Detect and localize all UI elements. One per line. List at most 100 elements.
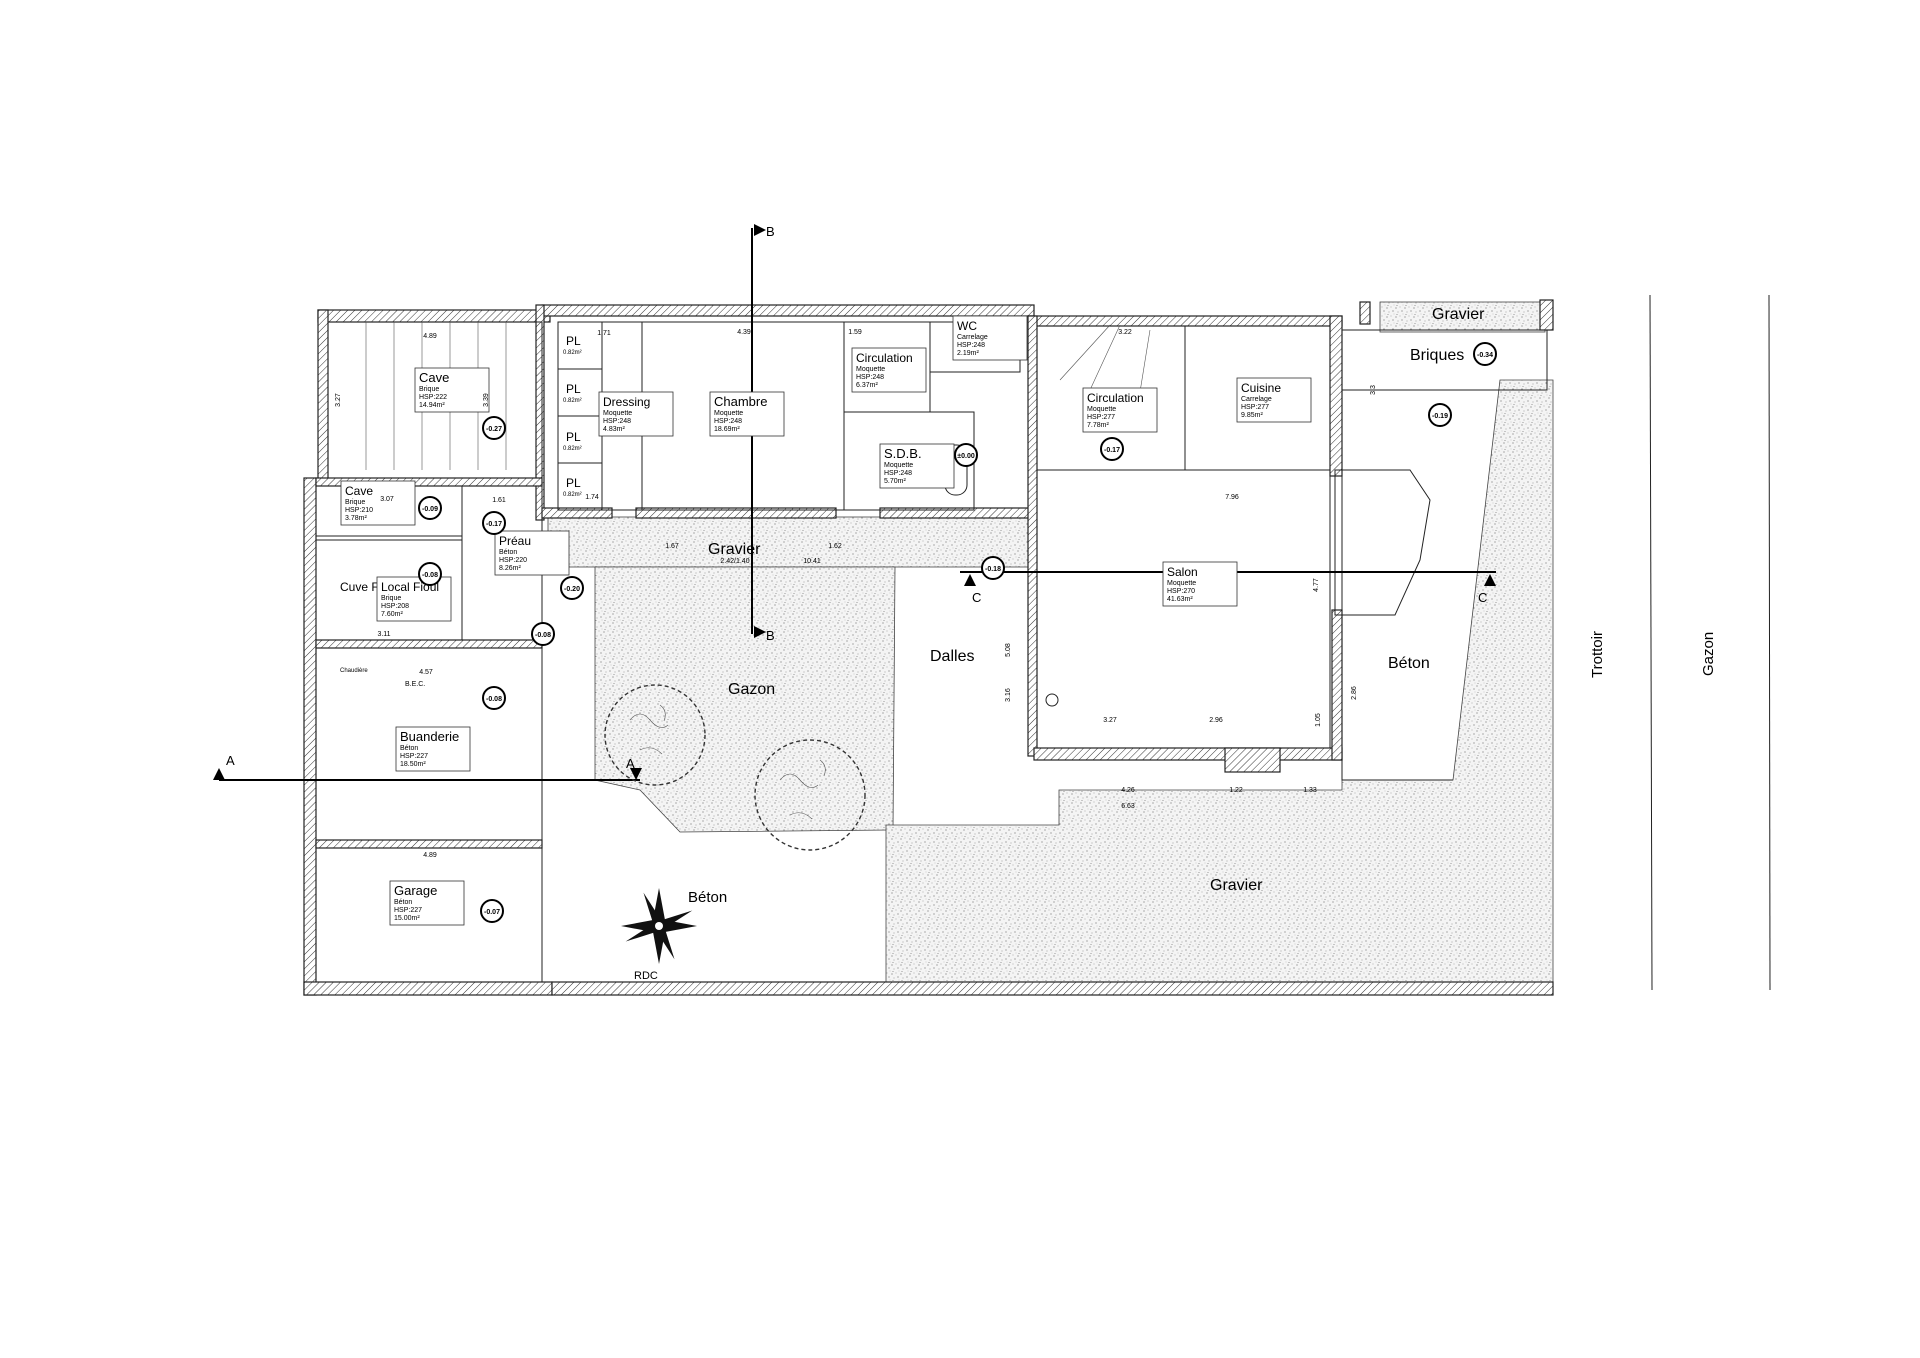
dimension-label: 3.39 [483,393,490,407]
closet-area: 0.82m² [563,398,582,404]
room-area: 6.37m² [856,382,878,389]
closet-name: PL [566,430,581,444]
level-marker-value: -0.19 [1432,413,1448,420]
level-marker-icon [482,416,506,440]
exterior-gazon: Gazon [728,681,775,698]
dimension-label: 2.86 [1351,686,1358,700]
exterior-briques: Briques [1410,347,1464,364]
dimension-label: 1.33 [1303,787,1317,794]
room-label-frame [952,315,1028,361]
room-area: 3.78m² [345,515,367,522]
room-name-preau: Préau [499,534,531,548]
closet-name: PL [566,476,581,490]
room-label-frame [414,367,490,413]
street-line-trottoir [1649,294,1653,991]
level-marker-icon [1473,342,1497,366]
plan-title: RDC [634,970,658,982]
room-area: 4.83m² [603,426,625,433]
level-marker-value: -0.09 [422,506,438,513]
dimension-label: 4.89 [423,333,437,340]
level-marker-value: -0.07 [484,909,500,916]
room-label-frame [376,576,452,622]
dimension-label: 1.67 [665,543,679,550]
room-hsp: HSP:248 [603,418,631,425]
section-label-c: C [972,590,981,605]
room-floor: Moquette [856,366,885,373]
dimension-label: 3.27 [1103,717,1117,724]
room-area: 15.00m² [394,915,420,922]
room-name-circulation_2: Circulation [1087,391,1144,405]
level-marker-value: -0.20 [564,586,580,593]
section-label-b: B [766,224,775,239]
dimension-label: 3.11 [377,631,390,638]
dimension-label: 2.42/1.40 [720,558,749,565]
gazon-area [594,566,896,833]
section-label-a: A [226,753,235,768]
room-name-chambre: Chambre [714,394,767,409]
exterior-trottoir: Trottoir [1589,631,1606,678]
dimension-label: 6.63 [1121,803,1135,810]
room-hsp: HSP:270 [1167,588,1195,595]
section-b-arrow-bottom [754,626,766,638]
room-name-cave_1: Cave [419,370,449,385]
room-hsp: HSP:248 [856,374,884,381]
room-label-frame [494,530,570,576]
room-floor: Béton [394,899,412,906]
level-marker-icon [418,496,442,520]
room-area: 14.94m² [419,402,445,409]
section-c-arrow-right [1484,574,1496,586]
closet-name: PL [566,334,581,348]
walls [303,299,1554,996]
section-a-arrow-right [630,768,642,780]
dimension-label: 3.3 [1370,385,1377,395]
room-floor: Carrelage [1241,396,1272,403]
room-area: 18.69m² [714,426,740,433]
level-marker-value: ±0.00 [957,453,975,460]
room-hsp: HSP:222 [419,394,447,401]
dimension-label: 2.96 [1209,717,1223,724]
room-floor: Moquette [884,462,913,469]
room-label-frame [598,391,674,437]
room-floor: Moquette [1087,406,1116,413]
room-name-garage: Garage [394,883,437,898]
section-c-arrow-left [964,574,976,586]
room-hsp: HSP:248 [957,342,985,349]
gravier-strip-area [547,516,1035,568]
room-floor: Béton [400,745,418,752]
level-marker-value: -0.18 [985,566,1001,573]
level-marker-icon [480,899,504,923]
level-marker-value: -0.08 [535,632,551,639]
room-area: 7.60m² [381,611,403,618]
room-area: 2.19m² [957,350,979,357]
closet-name: PL [566,382,581,396]
exterior-dalles: Dalles [930,648,974,665]
section-label-c: C [1478,590,1487,605]
room-hsp: HSP:248 [714,418,742,425]
gravier-top-area [1379,301,1546,333]
room-area: 9.85m² [1241,412,1263,419]
room-name-circulation_1: Circulation [856,351,913,365]
tree-icon [754,739,866,851]
dimension-label: 4.89 [423,852,437,859]
section-b-arrow-top [754,224,766,236]
dimension-label: 3.07 [380,496,394,503]
room-label-frame [1082,387,1158,433]
dimension-label: 4.77 [1313,578,1320,592]
dimension-label: 4.39 [737,329,751,336]
exterior-beton-court: Béton [688,889,727,906]
dimension-label: 10.41 [803,558,821,565]
level-marker-value: -0.17 [1104,447,1120,454]
level-marker-icon [1100,437,1124,461]
level-marker-value: -0.34 [1477,352,1493,359]
room-area: 5.70m² [884,478,906,485]
exterior-beton-right: Béton [1388,655,1430,672]
room-label-frame [1162,561,1238,607]
level-marker-value: -0.08 [486,696,502,703]
section-a-arrow-left [213,768,225,780]
closet-area: 0.82m² [563,350,582,356]
level-marker-icon [482,511,506,535]
room-name-cave_2: Cave [345,484,373,498]
room-hsp: HSP:277 [1087,414,1115,421]
room-name-dressing: Dressing [603,395,650,409]
